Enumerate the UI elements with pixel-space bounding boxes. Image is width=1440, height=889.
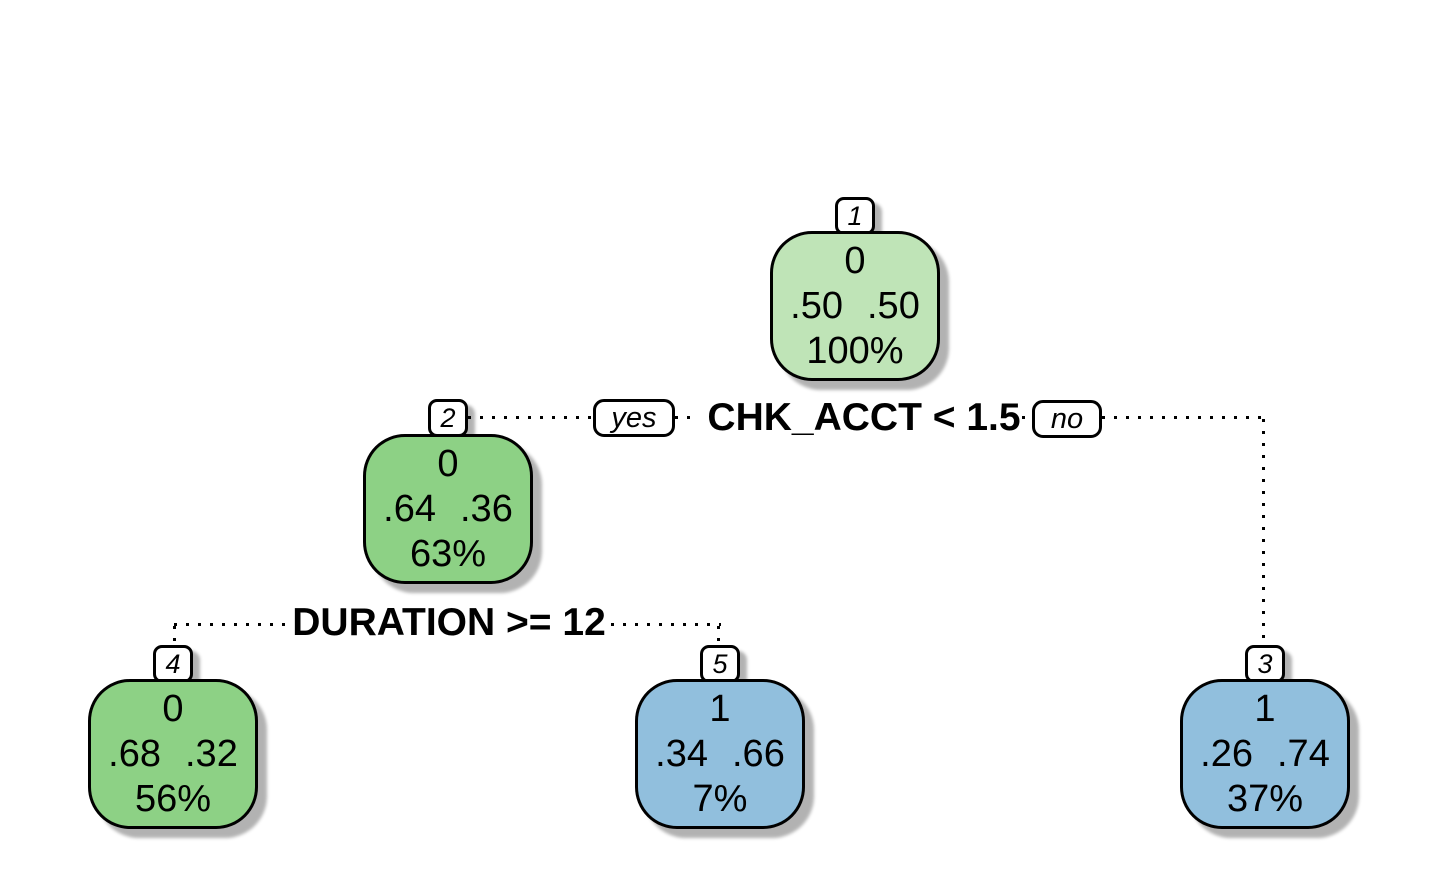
node-5-probabilities: .34 .66	[655, 732, 785, 777]
node-2-number: 2	[440, 402, 456, 433]
yes-branch-label: yes	[593, 399, 675, 437]
split1-condition-label: CHK_ACCT < 1.5	[707, 396, 1021, 439]
yes-text: yes	[611, 401, 657, 434]
branch-line-down-to-node5	[717, 626, 720, 646]
split2-condition-label: DURATION >= 12	[292, 601, 606, 644]
tree-node-5-leaf: 1 .34 .66 7%	[635, 679, 805, 829]
node-3-probabilities: .26 .74	[1200, 732, 1330, 777]
node-5-prob-left: .34	[655, 732, 708, 775]
branch-line-split2-right	[611, 623, 721, 626]
tree-node-2: 0 .64 .36 63%	[363, 434, 533, 584]
branch-line-yes-to-split	[675, 416, 697, 419]
node-4-coverage: 56%	[134, 777, 212, 820]
node-4-prob-right: .32	[185, 732, 238, 775]
node-2-coverage: 63%	[409, 532, 487, 575]
branch-line-down-to-node3	[1262, 419, 1265, 645]
node-2-number-badge: 2	[428, 399, 468, 437]
node-1-probabilities: .50 .50	[790, 284, 920, 329]
tree-node-1-root: 0 .50 .50 100%	[770, 231, 940, 381]
node-1-class: 0	[844, 239, 866, 282]
branch-line-split2-left	[174, 623, 288, 626]
node-5-coverage: 7%	[692, 777, 748, 820]
tree-node-4-leaf: 0 .68 .32 56%	[88, 679, 258, 829]
node-1-prob-left: .50	[790, 284, 843, 327]
node-4-probabilities: .68 .32	[108, 732, 238, 777]
branch-line-split-to-no	[1022, 416, 1032, 419]
node-4-prob-left: .68	[108, 732, 161, 775]
node-3-class: 1	[1254, 687, 1276, 730]
tree-node-3-leaf: 1 .26 .74 37%	[1180, 679, 1350, 829]
no-text: no	[1050, 402, 1084, 435]
node-3-prob-right: .74	[1277, 732, 1330, 775]
node-1-number: 1	[847, 200, 863, 231]
branch-line-no-to-corner	[1102, 416, 1264, 419]
node-5-number: 5	[712, 648, 728, 679]
node-2-prob-right: .36	[460, 487, 513, 530]
node-4-class: 0	[162, 687, 184, 730]
node-5-prob-right: .66	[732, 732, 785, 775]
node-4-number-badge: 4	[153, 645, 193, 683]
no-branch-label: no	[1032, 400, 1102, 438]
node-5-number-badge: 5	[700, 645, 740, 683]
node-1-coverage: 100%	[806, 329, 904, 372]
node-3-coverage: 37%	[1226, 777, 1304, 820]
node-4-number: 4	[165, 648, 181, 679]
node-5-class: 1	[709, 687, 731, 730]
node-2-probabilities: .64 .36	[383, 487, 513, 532]
node-1-number-badge: 1	[835, 197, 875, 235]
node-1-prob-right: .50	[867, 284, 920, 327]
branch-line-node2-to-yes	[468, 416, 594, 419]
node-3-number: 3	[1257, 648, 1273, 679]
node-2-prob-left: .64	[383, 487, 436, 530]
node-3-number-badge: 3	[1245, 645, 1285, 683]
branch-line-down-to-node4	[173, 626, 176, 646]
node-2-class: 0	[437, 442, 459, 485]
node-3-prob-left: .26	[1200, 732, 1253, 775]
